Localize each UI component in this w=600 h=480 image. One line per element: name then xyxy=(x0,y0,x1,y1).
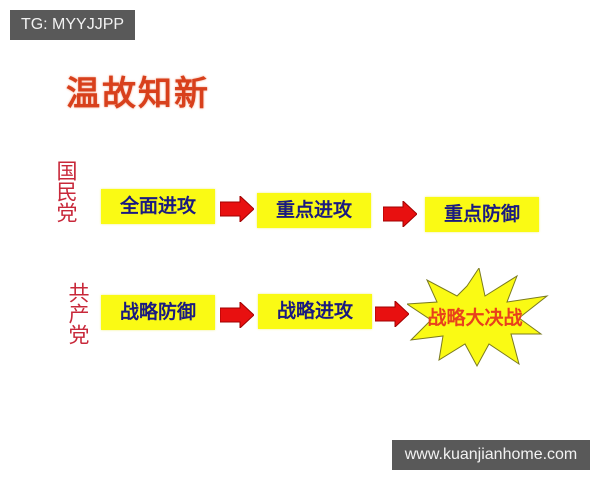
stage-box-strategic-defense: 战略防御 xyxy=(101,295,215,330)
party-label-text: 国民党 xyxy=(54,160,78,223)
slide-title: 温故知新 xyxy=(66,74,210,114)
right-arrow-icon xyxy=(220,196,254,222)
party-label-text: 共产党 xyxy=(66,282,90,345)
stage-box-full-offensive: 全面进攻 xyxy=(101,189,215,224)
right-arrow-icon xyxy=(220,302,254,328)
right-arrow-icon xyxy=(375,301,409,327)
stage-box-key-defense: 重点防御 xyxy=(425,197,539,232)
party-label-cpc: 共产党 xyxy=(66,282,96,345)
site-watermark-badge: www.kuanjianhome.com xyxy=(392,440,590,470)
right-arrow-icon xyxy=(383,201,417,227)
stage-box-strategic-offensive: 战略进攻 xyxy=(258,294,372,329)
explosion-burst-icon xyxy=(407,268,549,368)
party-label-kmt: 国民党 xyxy=(54,160,84,223)
final-stage-decisive-battle: 战略大决战 xyxy=(427,307,523,329)
stage-box-key-offensive: 重点进攻 xyxy=(257,193,371,228)
tg-tag-badge: TG: MYYJJPP xyxy=(10,10,135,40)
